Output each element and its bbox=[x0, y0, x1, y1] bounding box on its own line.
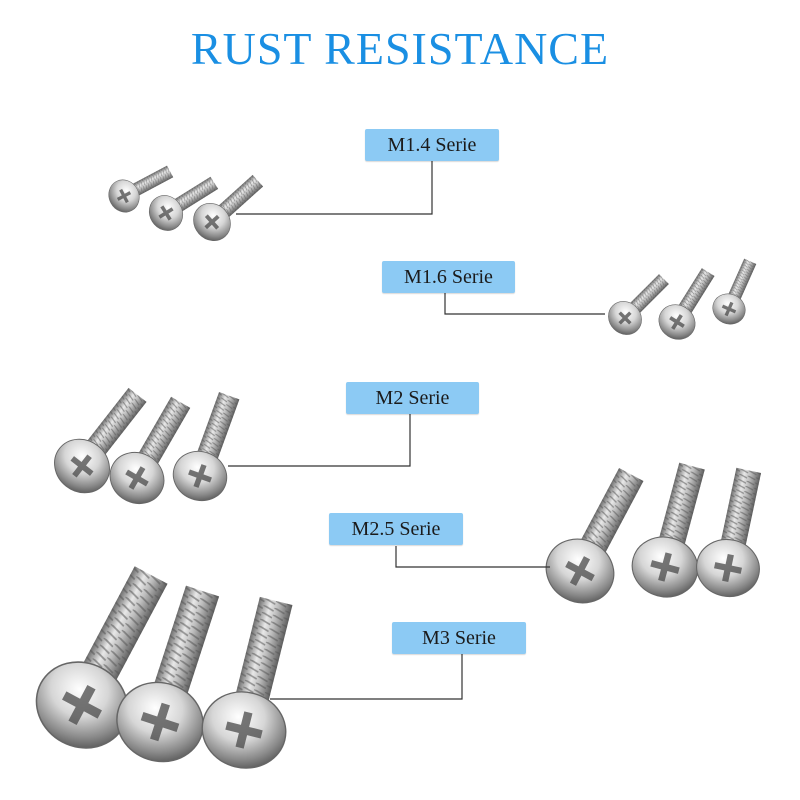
m2-screws bbox=[43, 376, 256, 514]
series-label-m2: M2 Serie bbox=[346, 382, 479, 414]
series-label-m2-5: M2.5 Serie bbox=[329, 513, 463, 545]
series-label-m1-4: M1.4 Serie bbox=[365, 129, 499, 161]
leader-line bbox=[228, 414, 411, 467]
m1-4-screws bbox=[102, 156, 272, 249]
leader-line bbox=[236, 161, 433, 215]
leader-line bbox=[444, 293, 605, 315]
m2-5-screws bbox=[534, 456, 781, 616]
page-title: RUST RESISTANCE bbox=[190, 23, 610, 74]
leader-line bbox=[395, 546, 550, 568]
leader-line bbox=[270, 654, 463, 700]
m1-6-screws bbox=[601, 254, 766, 347]
m3-screws bbox=[20, 552, 318, 778]
series-label-m3: M3 Serie bbox=[392, 622, 526, 654]
series-label-m1-6: M1.6 Serie bbox=[382, 261, 515, 293]
